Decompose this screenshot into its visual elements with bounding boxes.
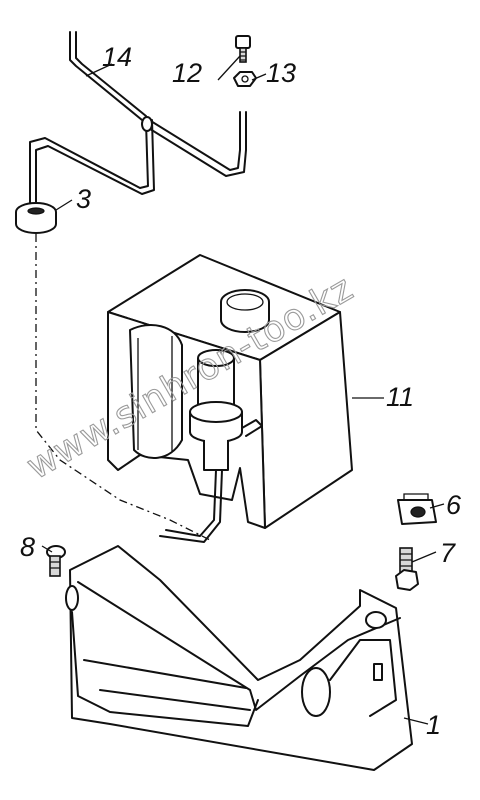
part-3-grommet (15, 202, 211, 541)
callout-3: 3 (76, 184, 91, 214)
callout-11: 11 (386, 382, 414, 412)
callout-12: 12 (172, 58, 202, 88)
part-8-screw (46, 545, 66, 577)
callout-6: 6 (446, 490, 462, 520)
part-14-washer-tube (29, 31, 247, 223)
callout-13: 13 (266, 58, 296, 88)
part-12-bolt (235, 35, 251, 63)
callout-1: 1 (426, 710, 441, 740)
part-6-clip (397, 493, 437, 525)
part-1-bracket (65, 545, 413, 771)
part-11-reservoir-tank (107, 254, 353, 543)
part-7-bolt (395, 547, 419, 591)
leader-lines (41, 55, 445, 725)
callout-8: 8 (20, 532, 35, 562)
callout-7: 7 (440, 538, 456, 568)
callout-14: 14 (102, 42, 132, 72)
